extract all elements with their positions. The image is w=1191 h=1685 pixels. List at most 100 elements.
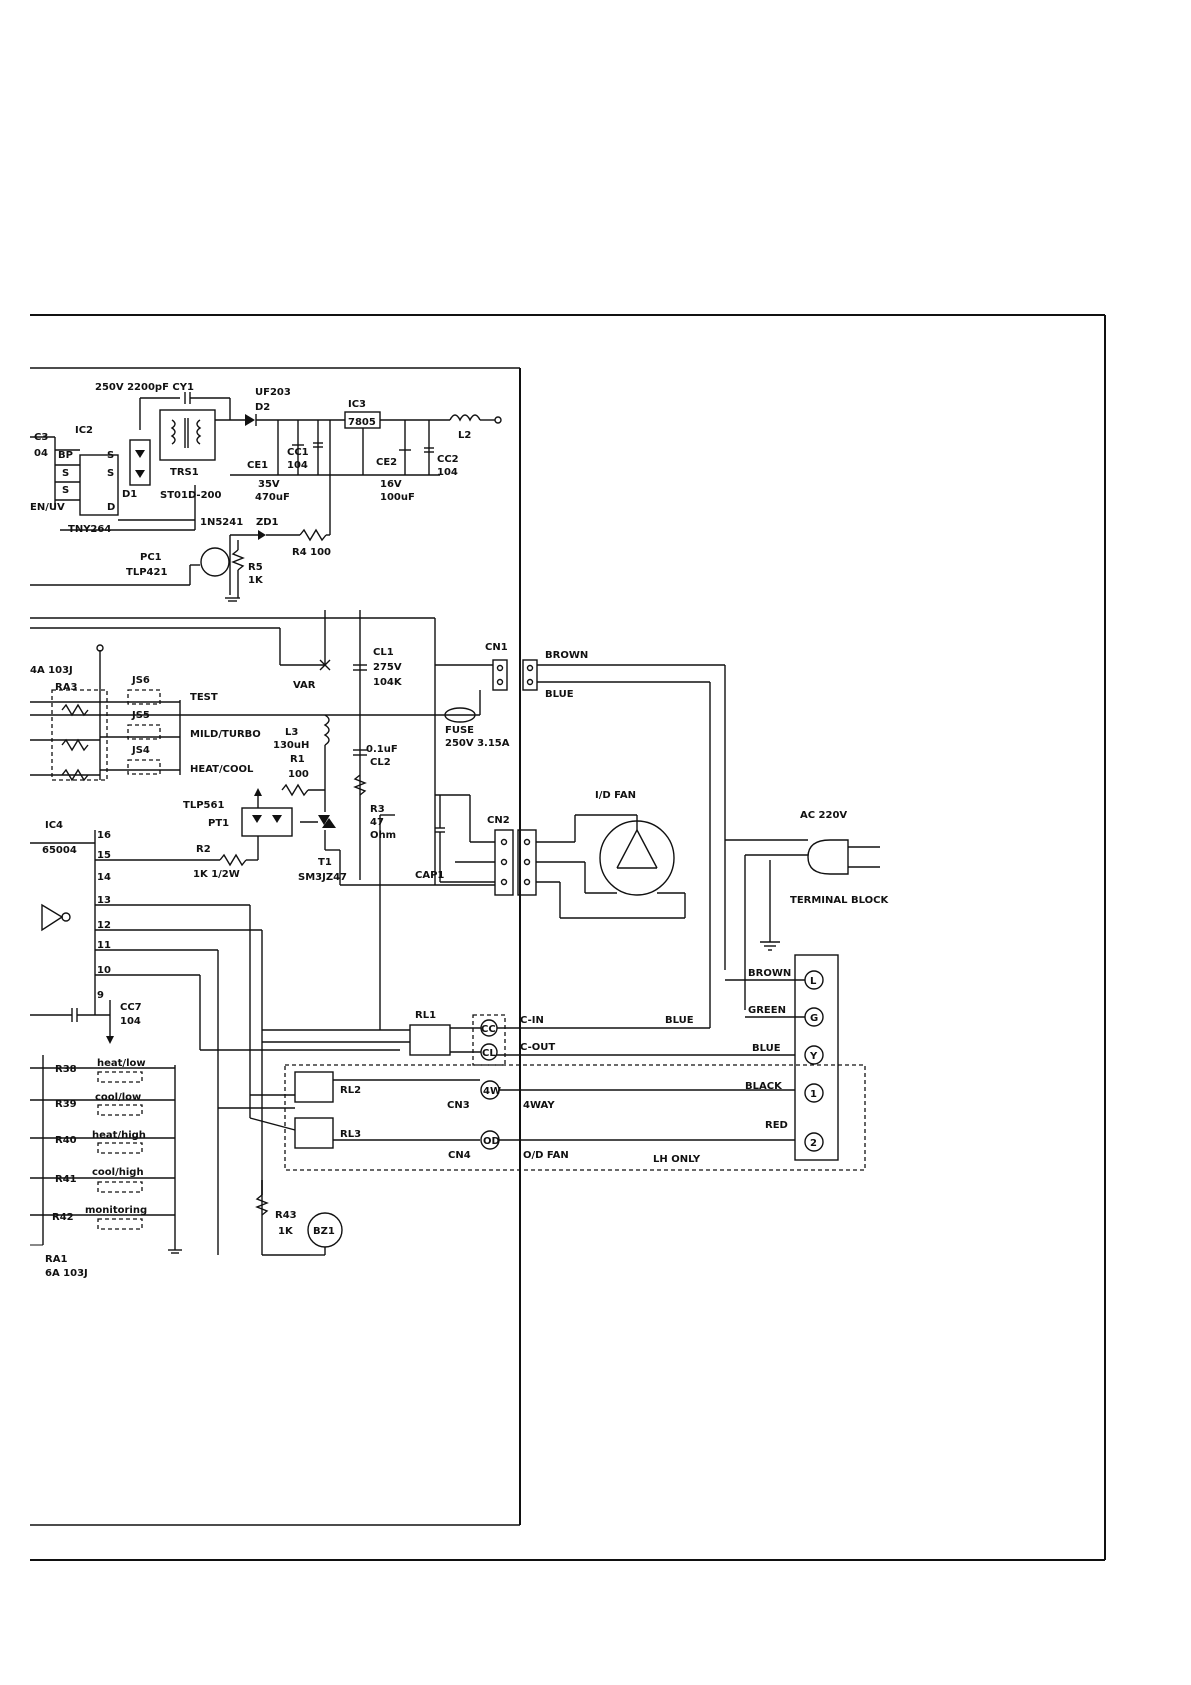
label-r3-unit: Ohm [370, 830, 396, 841]
label-c3: C3 [34, 432, 48, 443]
label-r2-value: 1K 1/2W [193, 869, 240, 880]
label-tlp421: TLP421 [126, 567, 167, 578]
label-tny264: TNY264 [68, 524, 111, 535]
label-r5-value: 1K [248, 575, 264, 586]
label-ce2: CE2 [376, 457, 397, 468]
lh-only-box [284, 1064, 866, 1171]
label-js6: JS6 [131, 675, 150, 686]
fan-power-section [435, 659, 880, 1161]
terminal-block [794, 954, 839, 1161]
label-d: D [107, 502, 115, 513]
indoor-fan-motor [599, 820, 675, 896]
label-cc1-value: 104 [287, 460, 308, 471]
label-test: TEST [190, 692, 218, 703]
label-green: GREEN [748, 1005, 786, 1016]
label-4way: 4WAY [523, 1100, 555, 1111]
label-js4: JS4 [131, 745, 150, 756]
ic4-inverter [41, 903, 64, 932]
label-r3-value: 47 [370, 817, 384, 828]
label-od: OD [483, 1136, 500, 1147]
label-ra1-value: 6A 103J [45, 1268, 88, 1279]
label-terminal-2: 2 [810, 1138, 817, 1149]
label-cc1: CC1 [287, 447, 309, 458]
label-trs1: TRS1 [170, 467, 199, 478]
label-r42: R42 [52, 1212, 74, 1223]
label-pin-12: 12 [97, 920, 111, 931]
label-7805: 7805 [348, 417, 376, 428]
label-pin-9: 9 [97, 990, 104, 1001]
label-r38: R38 [55, 1064, 77, 1075]
label-tlp561: TLP561 [183, 800, 224, 811]
label-ac-220v: AC 220V [800, 810, 847, 821]
resistor-array-ra3 [51, 689, 108, 781]
label-l3: L3 [285, 727, 298, 738]
label-cap1: CAP1 [415, 870, 444, 881]
relay-rl1 [409, 1024, 451, 1056]
relay-section [218, 814, 866, 1171]
label-s3: S [107, 450, 114, 461]
label-uf203: UF203 [255, 387, 291, 398]
label-rl2: RL2 [340, 1085, 361, 1096]
label-ce1: CE1 [247, 460, 268, 471]
component-labels: 250V 2200pF CY1 UF203 D2 IC3 7805 L2 C3 … [30, 382, 889, 1279]
label-cc2: CC2 [437, 454, 459, 465]
label-cl1-voltage: 275V [373, 662, 402, 673]
connector-cn1 [492, 659, 508, 691]
label-s4: S [107, 468, 114, 479]
connector-cc-cl [472, 1014, 506, 1066]
label-od-fan: O/D FAN [523, 1150, 569, 1161]
label-r39: R39 [55, 1099, 77, 1110]
label-monitoring: monitoring [85, 1205, 147, 1216]
label-terminal-g: G [810, 1013, 818, 1024]
label-r1: R1 [290, 754, 305, 765]
label-pin-11: 11 [97, 940, 111, 951]
label-bz1: BZ1 [313, 1226, 335, 1237]
label-ce2-capacity: 100uF [380, 492, 415, 503]
outer-frame [30, 314, 1106, 1561]
diode-d2 [245, 414, 255, 426]
triac-t1 [318, 815, 330, 825]
label-cl1-value: 104K [373, 677, 403, 688]
label-r41: R41 [55, 1174, 77, 1185]
label-pc1: PC1 [140, 552, 162, 563]
label-ic4: IC4 [45, 820, 63, 831]
control-board-outline [30, 367, 521, 1526]
label-r43: R43 [275, 1210, 297, 1221]
label-blue-c-in: BLUE [665, 1015, 694, 1026]
label-fuse-rating: 250V 3.15A [445, 738, 510, 749]
label-brown-cn1: BROWN [545, 650, 588, 661]
label-st01d: ST01D-200 [160, 490, 221, 501]
buzzer-section [255, 1180, 343, 1256]
fuse [444, 707, 476, 723]
label-heat-cool: HEAT/COOL [190, 764, 254, 775]
relay-rl2 [294, 1071, 334, 1103]
optocoupler-pc1 [200, 547, 230, 577]
label-l2: L2 [458, 430, 471, 441]
label-r2: R2 [196, 844, 211, 855]
label-cl2: CL2 [370, 757, 391, 768]
label-fuse: FUSE [445, 725, 474, 736]
label-cc2-value: 104 [437, 467, 458, 478]
label-d1: D1 [122, 489, 137, 500]
label-cn4: CN4 [448, 1150, 471, 1161]
label-ra1: RA1 [45, 1254, 67, 1265]
label-l3-value: 130uH [273, 740, 309, 751]
ic2-tny264 [79, 454, 119, 516]
label-cn2: CN2 [487, 815, 510, 826]
label-cool-high: cool/high [92, 1167, 144, 1178]
label-s2: S [62, 485, 69, 496]
label-brown-terminal: BROWN [748, 968, 791, 979]
label-pt1: PT1 [208, 818, 229, 829]
label-cl1: CL1 [373, 647, 394, 658]
label-red: RED [765, 1120, 788, 1131]
label-pin-10: 10 [97, 965, 111, 976]
label-en-uv: EN/UV [30, 502, 65, 513]
label-blue-cn1: BLUE [545, 689, 574, 700]
ac-plug [807, 839, 849, 875]
label-65004: 65004 [42, 845, 77, 856]
label-id-fan: I/D FAN [595, 790, 636, 801]
label-var: VAR [293, 680, 316, 691]
jumper-js5 [127, 724, 161, 740]
label-black: BLACK [745, 1081, 783, 1092]
